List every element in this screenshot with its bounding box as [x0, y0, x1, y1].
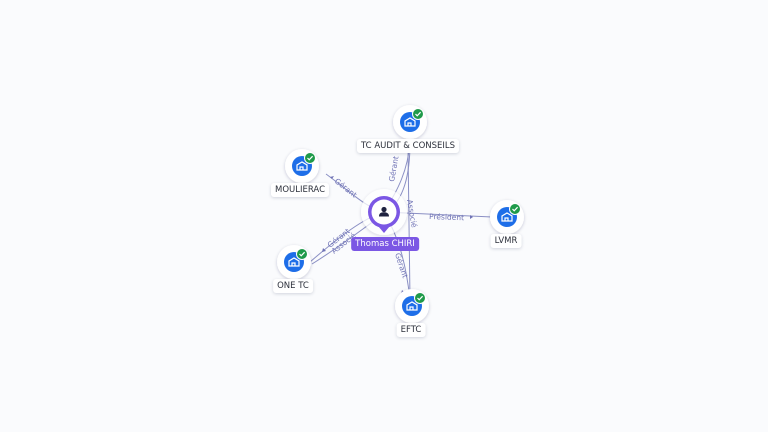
edge-label-tc-gerant: Gérant [387, 155, 400, 182]
verified-badge-icon [304, 152, 316, 164]
company-label-tc[interactable]: TC AUDIT & CONSEILS [356, 139, 460, 153]
verified-badge-icon [509, 203, 521, 215]
verified-badge-icon [412, 108, 424, 120]
arrow-lvmr [470, 215, 473, 219]
building-icon [501, 212, 513, 222]
company-node-eftc[interactable] [395, 289, 429, 323]
company-label-eftc[interactable]: EFTC [396, 323, 426, 337]
edge-label-tc-associe: Associé [405, 199, 419, 229]
edge-labels: Gérant Associé Gérant Président Gérant A… [326, 155, 465, 279]
building-icon [406, 301, 418, 311]
person-name-label[interactable]: Thomas CHIRI [351, 237, 419, 251]
verified-badge-icon [414, 292, 426, 304]
company-node-tc[interactable] [393, 105, 427, 139]
person-node[interactable] [361, 189, 407, 235]
edge-label-eftc-gerant: Gérant [393, 252, 410, 279]
arrow-moulierac [330, 176, 334, 179]
company-label-moulierac[interactable]: MOULIERAC [270, 183, 330, 197]
arrow-onetc [322, 248, 326, 252]
edge-eftc-2[interactable] [407, 147, 411, 301]
verified-badge-icon [296, 248, 308, 260]
company-node-lvmr[interactable] [490, 200, 524, 234]
building-icon [296, 161, 308, 171]
building-icon [288, 257, 300, 267]
building-icon [404, 117, 416, 127]
company-node-moulierac[interactable] [285, 149, 319, 183]
person-icon [379, 206, 389, 217]
edge-label-moulierac-gerant: Gérant [333, 176, 359, 199]
company-label-onetc[interactable]: ONE TC [273, 279, 313, 293]
edge-label-lvmr-president: Président [429, 212, 464, 222]
company-label-lvmr[interactable]: LVMR [490, 234, 522, 248]
person-pin [378, 226, 390, 233]
company-node-onetc[interactable] [277, 245, 311, 279]
